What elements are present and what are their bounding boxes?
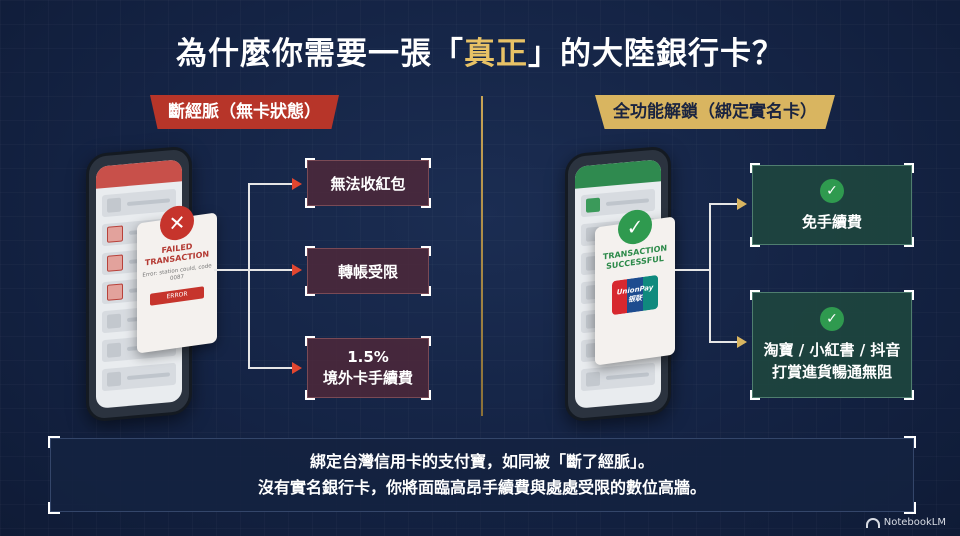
arrow-right-icon bbox=[737, 198, 747, 210]
page-title: 為什麼你需要一張「真正」的大陸銀行卡？ bbox=[176, 36, 784, 72]
arrow-right-icon bbox=[292, 178, 302, 190]
result-no-fee: ✓ 免手續費 bbox=[750, 163, 914, 247]
arrow-right-icon bbox=[292, 362, 302, 374]
notebooklm-watermark: NotebookLM bbox=[865, 517, 946, 528]
check-icon: ✓ bbox=[820, 178, 844, 203]
check-icon: ✓ bbox=[820, 307, 844, 331]
title-highlight: 真正 bbox=[464, 36, 528, 72]
connector-line bbox=[248, 183, 250, 369]
connector-line bbox=[709, 203, 711, 343]
connector-line bbox=[709, 341, 739, 343]
failed-transaction-card: ✕ FAILED TRANSACTION Error: station coul… bbox=[137, 203, 217, 354]
list-item bbox=[102, 362, 176, 392]
arrow-right-icon bbox=[292, 264, 302, 276]
screen-header bbox=[96, 159, 182, 189]
notebooklm-logo-icon bbox=[865, 517, 880, 528]
list-item bbox=[581, 362, 655, 392]
connector-line bbox=[248, 367, 294, 369]
connector-line bbox=[709, 203, 739, 205]
result-overseas-fee: 1.5% 境外卡手續費 bbox=[305, 336, 431, 400]
arrow-right-icon bbox=[737, 336, 747, 348]
left-section-tag: 斷經脈（無卡狀態） bbox=[150, 95, 339, 129]
center-divider bbox=[481, 96, 483, 416]
summary-line-1: 綁定台灣信用卡的支付寶，如同被「斷了經脈」。 bbox=[309, 452, 654, 471]
result-platforms-unlocked: ✓ 淘寶 / 小紅書 / 抖音 打賞進貨暢通無阻 bbox=[750, 290, 914, 400]
error-badge: ERROR bbox=[150, 286, 204, 306]
summary-box: 綁定台灣信用卡的支付寶，如同被「斷了經脈」。 沒有實名銀行卡，你將面臨高昂手續費… bbox=[48, 436, 916, 514]
success-title: TRANSACTION SUCCESSFUL bbox=[602, 243, 668, 272]
screen-header bbox=[575, 159, 661, 189]
right-section-tag: 全功能解鎖（綁定實名卡） bbox=[595, 95, 835, 129]
connector-line bbox=[248, 183, 294, 185]
result-transfer-limited: 轉帳受限 bbox=[305, 246, 431, 296]
connector-line bbox=[675, 269, 711, 271]
connector-line bbox=[214, 269, 250, 271]
summary-line-2: 沒有實名銀行卡，你將面臨高昂手續費與處處受限的數位高牆。 bbox=[257, 478, 706, 497]
result-no-red-packet: 無法收紅包 bbox=[305, 158, 431, 208]
connector-line bbox=[248, 269, 294, 271]
